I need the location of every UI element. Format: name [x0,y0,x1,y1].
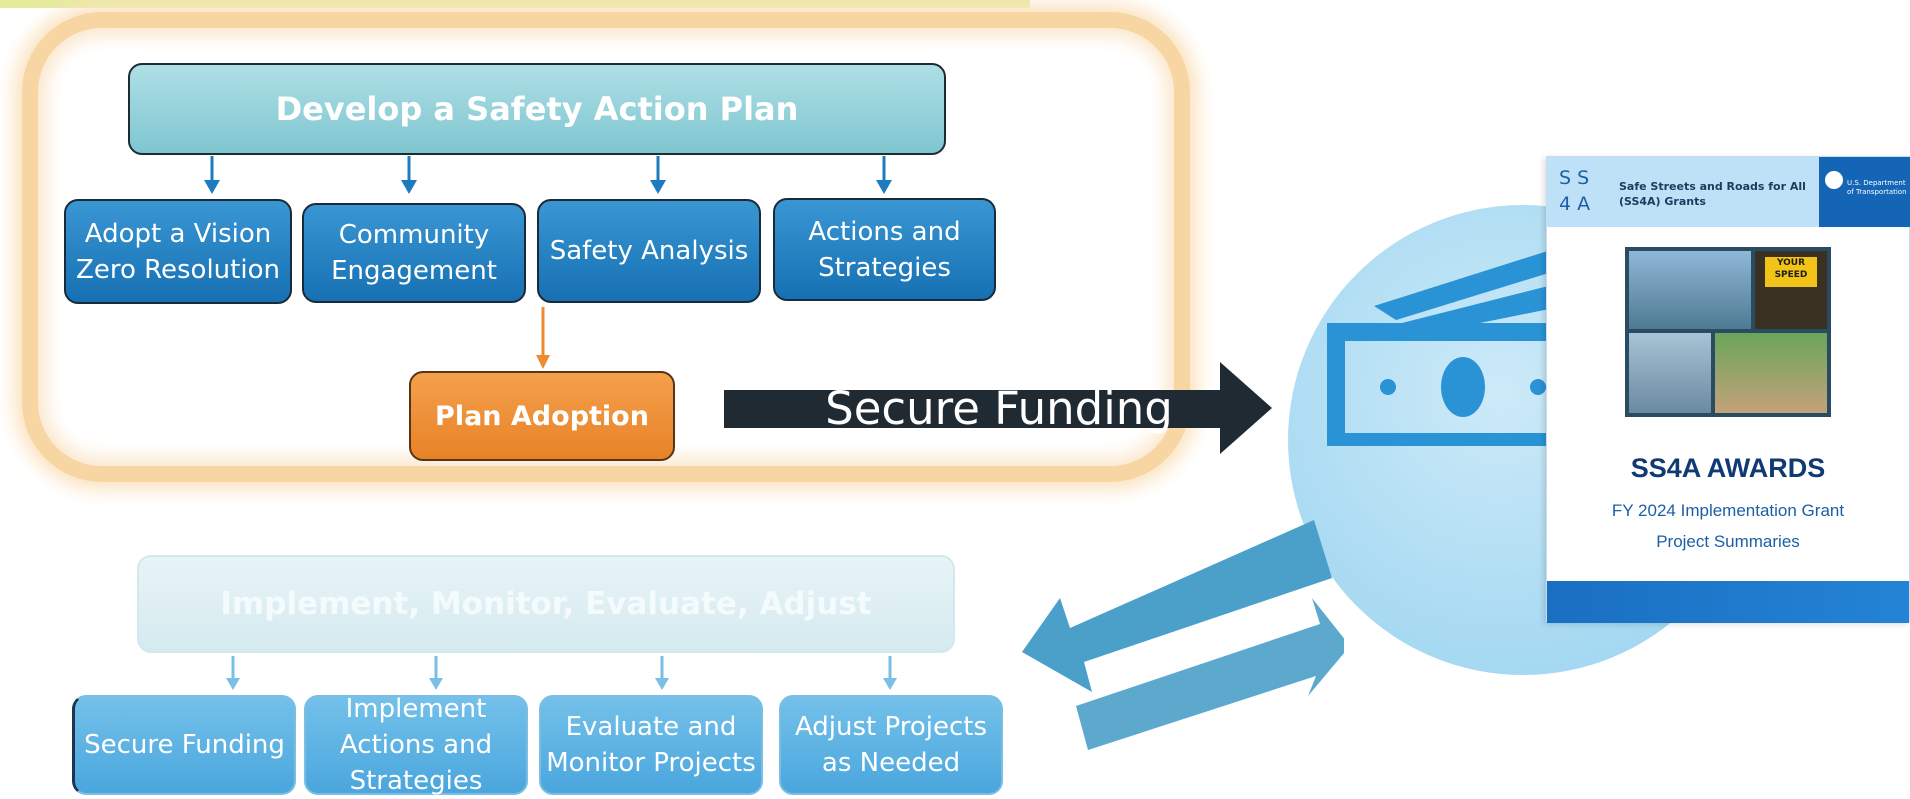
down-arrow-icon [876,156,892,194]
step-actions-strategies: Actions and Strategies [773,198,996,301]
down-arrow-icon [401,156,417,194]
down-arrow-icon [204,156,220,194]
cover-photo-collage: YOUR SPEED [1625,247,1831,417]
report-title: SS4A AWARDS [1630,453,1826,483]
down-arrow-icon [883,656,897,690]
secure-funding-label: Secure Funding [825,381,1173,435]
report-footer-band [1547,581,1909,623]
step-community-engagement: Community Engagement [302,203,526,303]
plan-adoption-box: Plan Adoption [409,371,675,461]
top-highlight-bar [0,0,1030,8]
step-adjust-projects: Adjust Projects as Needed [779,695,1003,795]
ss4a-report-cover: S S 4 A Safe Streets and Roads for All (… [1546,156,1910,623]
down-arrow-icon [226,656,240,690]
report-program-name: Safe Streets and Roads for All (SS4A) Gr… [1619,180,1806,208]
usdot-band [1819,157,1910,227]
exchange-arrows-icon [1022,520,1344,750]
usdot-label: U.S. Department of Transportation [1847,179,1907,196]
step-safety-analysis: Safety Analysis [537,199,761,303]
speed-sign: YOUR SPEED [1765,257,1817,287]
secure-funding-arrow: Secure Funding [724,360,1274,456]
down-arrow-icon [429,656,443,690]
step-vision-zero: Adopt a Vision Zero Resolution [64,199,292,304]
ss4a-logo: S S 4 A [1559,167,1591,215]
down-arrow-icon [536,307,550,369]
step-implement-actions: Implement Actions and Strategies [304,694,528,796]
usdot-logo-icon [1825,171,1843,189]
step-evaluate-monitor: Evaluate and Monitor Projects [539,695,763,795]
down-arrow-icon [655,656,669,690]
step-secure-funding: Secure Funding [72,695,296,795]
implement-header: Implement, Monitor, Evaluate, Adjust [137,555,955,653]
down-arrow-icon [650,156,666,194]
develop-plan-header: Develop a Safety Action Plan [128,63,946,155]
report-subtitle: FY 2024 Implementation Grant Project Sum… [1611,501,1845,551]
